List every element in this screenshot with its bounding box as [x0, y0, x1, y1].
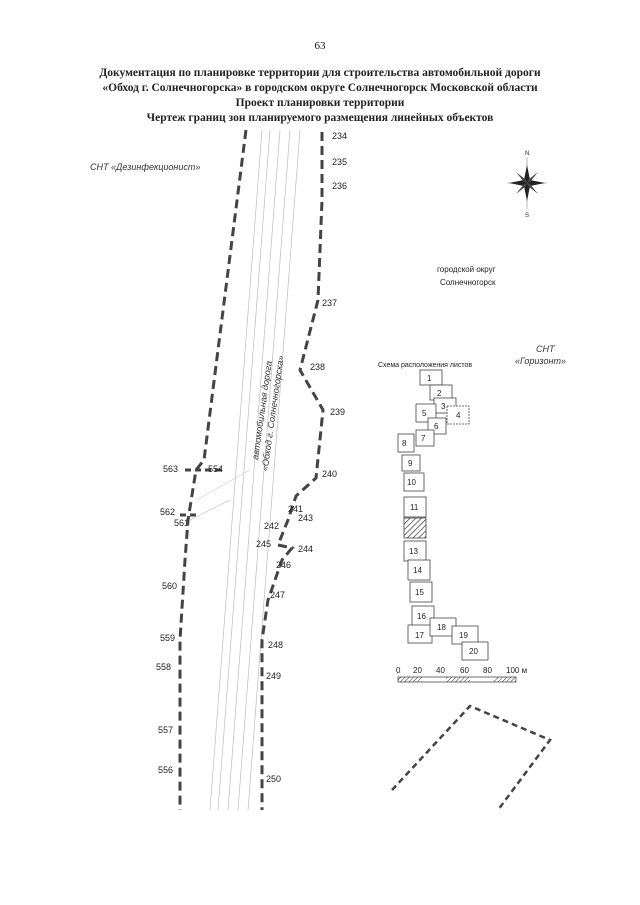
sheet-7	[415, 429, 435, 447]
sheet-label-7: 7	[421, 434, 426, 443]
point-559: 559	[160, 633, 175, 643]
sheet-label-9: 9	[408, 459, 413, 468]
compass-north: N	[525, 151, 529, 157]
road-label: автомобильная дорога «Обход г. Солнечног…	[250, 355, 286, 472]
point-245: 245	[256, 539, 271, 549]
city-district-label-1: городской округ	[437, 265, 496, 274]
sheet-15	[409, 581, 433, 603]
point-236: 236	[332, 181, 347, 191]
snt-right-label-2: «Горизонт»	[515, 356, 566, 366]
point-246: 246	[276, 560, 291, 570]
scale-tick-60: 60	[460, 666, 469, 675]
city-district-label-2: Солнечногорск	[440, 278, 496, 287]
sheet-label-1: 1	[427, 374, 432, 383]
scale-tick-100: 100 м	[506, 666, 527, 675]
point-248: 248	[268, 640, 283, 650]
scale-segment-1	[398, 677, 422, 682]
point-562: 562	[160, 507, 175, 517]
scale-bar: 0 20 40 60 80 100 м	[396, 666, 527, 683]
point-247: 247	[270, 590, 285, 600]
sheet-4	[446, 405, 470, 425]
scale-tick-40: 40	[436, 666, 445, 675]
point-240: 240	[322, 469, 337, 479]
point-556: 556	[158, 765, 173, 775]
page-number: 63	[314, 40, 326, 52]
sheet-12	[403, 517, 427, 539]
sheet-label-6: 6	[434, 422, 439, 431]
adjacent-plot-boundary	[391, 704, 552, 811]
point-558: 558	[156, 662, 171, 672]
sheet-label-16: 16	[417, 612, 426, 621]
left-boundary-spur	[180, 468, 225, 517]
compass-south: S	[525, 213, 529, 219]
sheet-8	[397, 433, 415, 453]
point-249: 249	[266, 671, 281, 681]
sheet-label-18: 18	[437, 623, 446, 632]
sheet-label-17: 17	[415, 631, 424, 640]
sheet-label-5: 5	[422, 409, 427, 418]
snt-left-label: СНТ «Дезинфекционист»	[90, 162, 200, 172]
point-241: 241	[288, 504, 303, 514]
point-242: 242	[264, 521, 279, 531]
sheet-label-20: 20	[469, 647, 478, 656]
point-237: 237	[322, 298, 337, 308]
point-243: 243	[298, 513, 313, 523]
point-239: 239	[330, 407, 345, 417]
road-lines	[189, 129, 301, 811]
sheet-14	[407, 559, 431, 581]
point-563: 563	[163, 464, 178, 474]
sheet-label-10: 10	[407, 478, 416, 487]
point-244: 244	[298, 544, 313, 554]
sheet-5	[415, 403, 437, 423]
scale-tick-20: 20	[413, 666, 422, 675]
scale-segment-5	[494, 677, 516, 682]
right-boundary-line	[260, 132, 325, 810]
left-boundary-line	[178, 129, 248, 810]
title-line-4: Чертеж границ зон планируемого размещени…	[146, 112, 494, 124]
document-title: Документация по планировке территории дл…	[40, 66, 600, 126]
layout-scheme-title: Схема расположения листов	[378, 362, 472, 369]
sheet-11	[403, 496, 427, 518]
point-554: 554	[208, 464, 223, 474]
point-557: 557	[158, 725, 173, 735]
sheet-10	[403, 472, 425, 492]
scale-segment-3	[446, 677, 470, 682]
point-250: 250	[266, 774, 281, 784]
sheet-label-8: 8	[402, 439, 407, 448]
sheet-label-19: 19	[459, 631, 468, 640]
points-left: 563 554 562 561 560 559 558 557 556	[156, 464, 223, 775]
title-line-1: Документация по планировке территории дл…	[99, 67, 541, 79]
sheet-label-3: 3	[441, 402, 446, 411]
scale-tick-80: 80	[483, 666, 492, 675]
sheet-label-14: 14	[413, 566, 422, 575]
layout-sheet-numbers: 1 2 3 4 5 6 7 8 9 10 11 13 14 15 16 17 1…	[402, 374, 478, 656]
sheet-label-4: 4	[456, 411, 461, 420]
scale-tick-0: 0	[396, 666, 401, 675]
points-right: 234 235 236 237 238 239 240 241 243 242 …	[256, 131, 347, 784]
sheet-label-2: 2	[437, 389, 442, 398]
sheet-20	[461, 641, 489, 661]
point-561: 561	[174, 518, 189, 528]
sheet-label-11: 11	[410, 503, 419, 512]
sheet-9	[401, 454, 421, 472]
point-234: 234	[332, 131, 347, 141]
sheet-label-15: 15	[415, 588, 424, 597]
compass-rose-icon: N S	[507, 151, 547, 219]
sheet-label-13: 13	[409, 547, 418, 556]
title-line-3: Проект планировки территории	[235, 97, 405, 109]
point-560: 560	[162, 581, 177, 591]
point-235: 235	[332, 157, 347, 167]
point-238: 238	[310, 362, 325, 372]
snt-right-label-1: СНТ	[536, 344, 556, 354]
layout-scheme	[397, 369, 489, 661]
title-line-2: «Обход г. Солнечногорска» в городском ок…	[102, 82, 538, 94]
